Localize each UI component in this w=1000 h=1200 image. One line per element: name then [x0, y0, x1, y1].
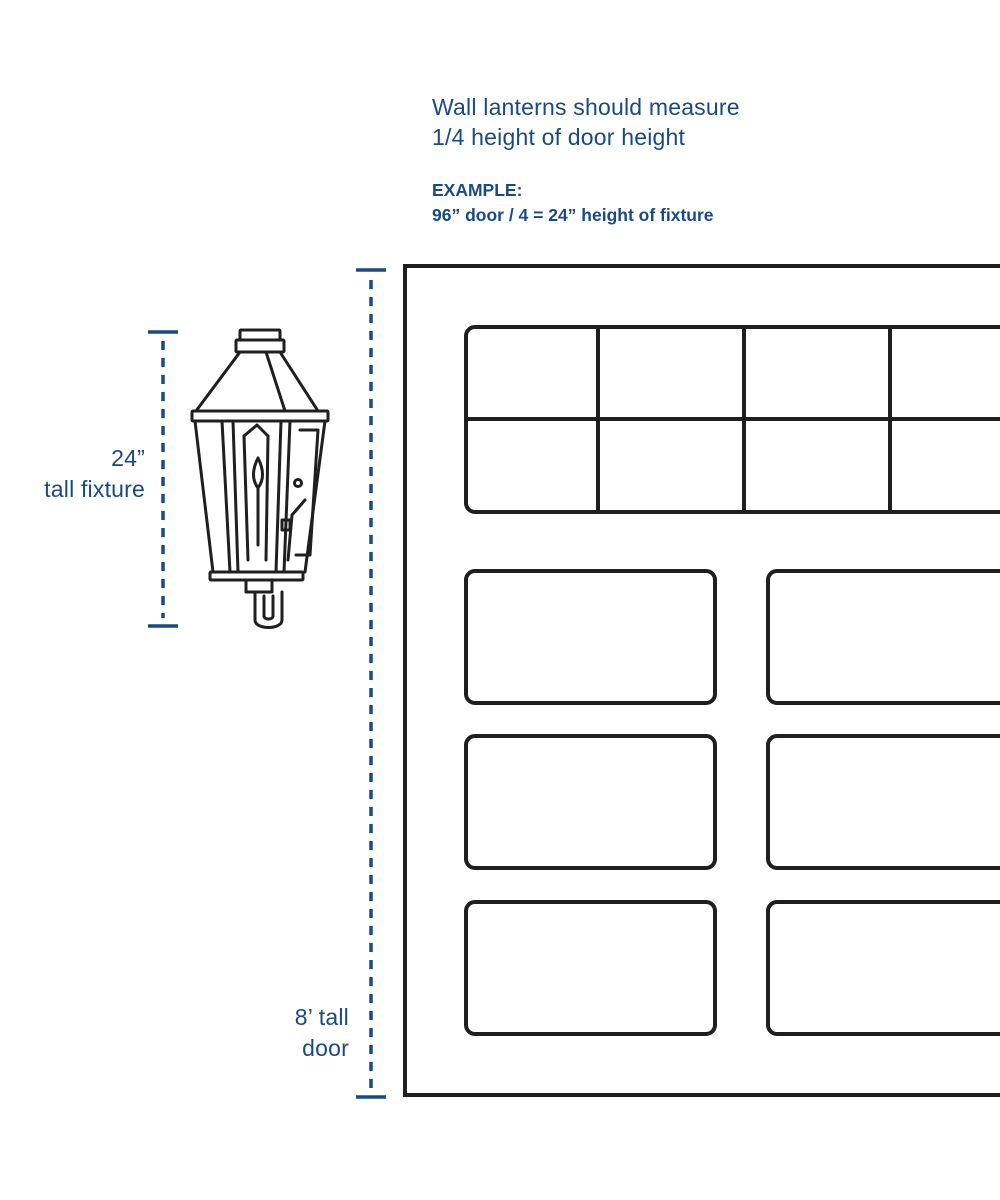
headline: Wall lanterns should measure 1/4 height … [432, 92, 740, 152]
fixture-height-label: 24” tall fixture [44, 443, 145, 505]
wall-lantern-illustration [190, 328, 330, 629]
example-title: EXAMPLE: [432, 180, 523, 200]
example-block: EXAMPLE: 96” door / 4 = 24” height of fi… [432, 178, 714, 228]
example-formula: 96” door / 4 = 24” height of fixture [432, 205, 714, 225]
door-panel-left-1 [464, 569, 717, 705]
door-height-caption: door [302, 1035, 349, 1061]
fixture-height-value: 24” [111, 445, 145, 471]
headline-line-2: 1/4 height of door height [432, 124, 686, 150]
fixture-dimension-line [148, 330, 178, 628]
door-height-label: 8’ tall door [295, 1002, 349, 1064]
door-height-value: 8’ tall [294, 1004, 349, 1030]
headline-line-1: Wall lanterns should measure [432, 94, 740, 120]
door-panel-right-1 [766, 569, 1000, 705]
door-panel-left-2 [464, 734, 717, 870]
door-panel-right-2 [766, 734, 1000, 870]
door-panel-right-3 [766, 900, 1000, 1036]
fixture-height-caption: tall fixture [44, 476, 145, 502]
door-dimension-line [356, 268, 386, 1099]
door-panel-left-3 [464, 900, 717, 1036]
garage-door-illustration [403, 264, 1000, 1097]
door-frame [403, 264, 1000, 1097]
